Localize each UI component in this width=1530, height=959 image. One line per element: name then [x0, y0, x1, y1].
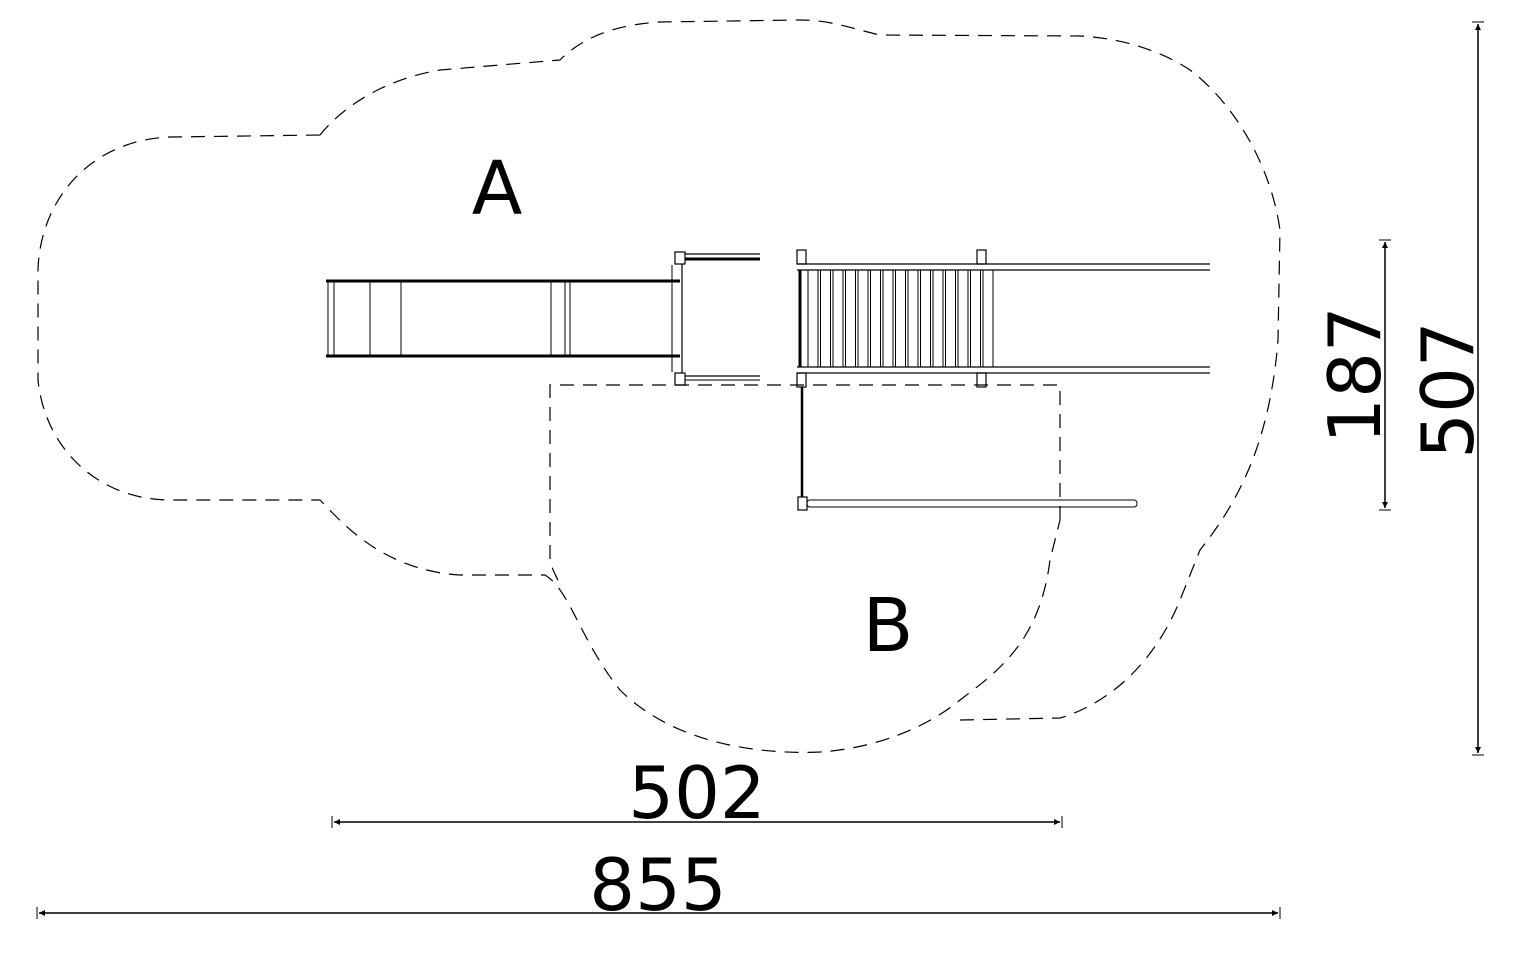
bridge-slat: [945, 269, 956, 368]
bridge-slat: [807, 269, 819, 368]
bridge-slat: [882, 269, 894, 368]
bridge-slat: [932, 269, 944, 368]
bridge-slat: [907, 269, 919, 368]
swing-beam: [797, 387, 1138, 511]
dimension-total-width: 855: [36, 843, 1281, 927]
bridge-slat: [820, 269, 831, 368]
slide: [326, 279, 680, 358]
bridge-slat: [957, 269, 969, 368]
platform: [671, 251, 760, 386]
bridge: [796, 249, 1210, 388]
svg-text:507: 507: [1406, 321, 1490, 458]
svg-text:855: 855: [589, 843, 726, 927]
dimension-total-depth: 507: [1406, 21, 1490, 756]
safety-zone-outline: [37, 19, 1281, 753]
dimension-inner-width: 502: [331, 751, 1063, 835]
bridge-slat: [982, 269, 994, 368]
zone-label-a: A: [472, 146, 523, 232]
svg-text:502: 502: [628, 751, 765, 835]
dimension-structure-depth: 187: [1313, 239, 1397, 511]
bridge-slat: [870, 269, 881, 368]
bridge-slat: [832, 269, 844, 368]
bridge-slat: [970, 269, 981, 368]
bridge-slat: [920, 269, 931, 368]
svg-text:187: 187: [1313, 306, 1397, 443]
bridge-slat: [895, 269, 906, 368]
bridge-slat: [845, 269, 856, 368]
bridge-slat: [857, 269, 869, 368]
zone-label-b: B: [863, 583, 914, 669]
